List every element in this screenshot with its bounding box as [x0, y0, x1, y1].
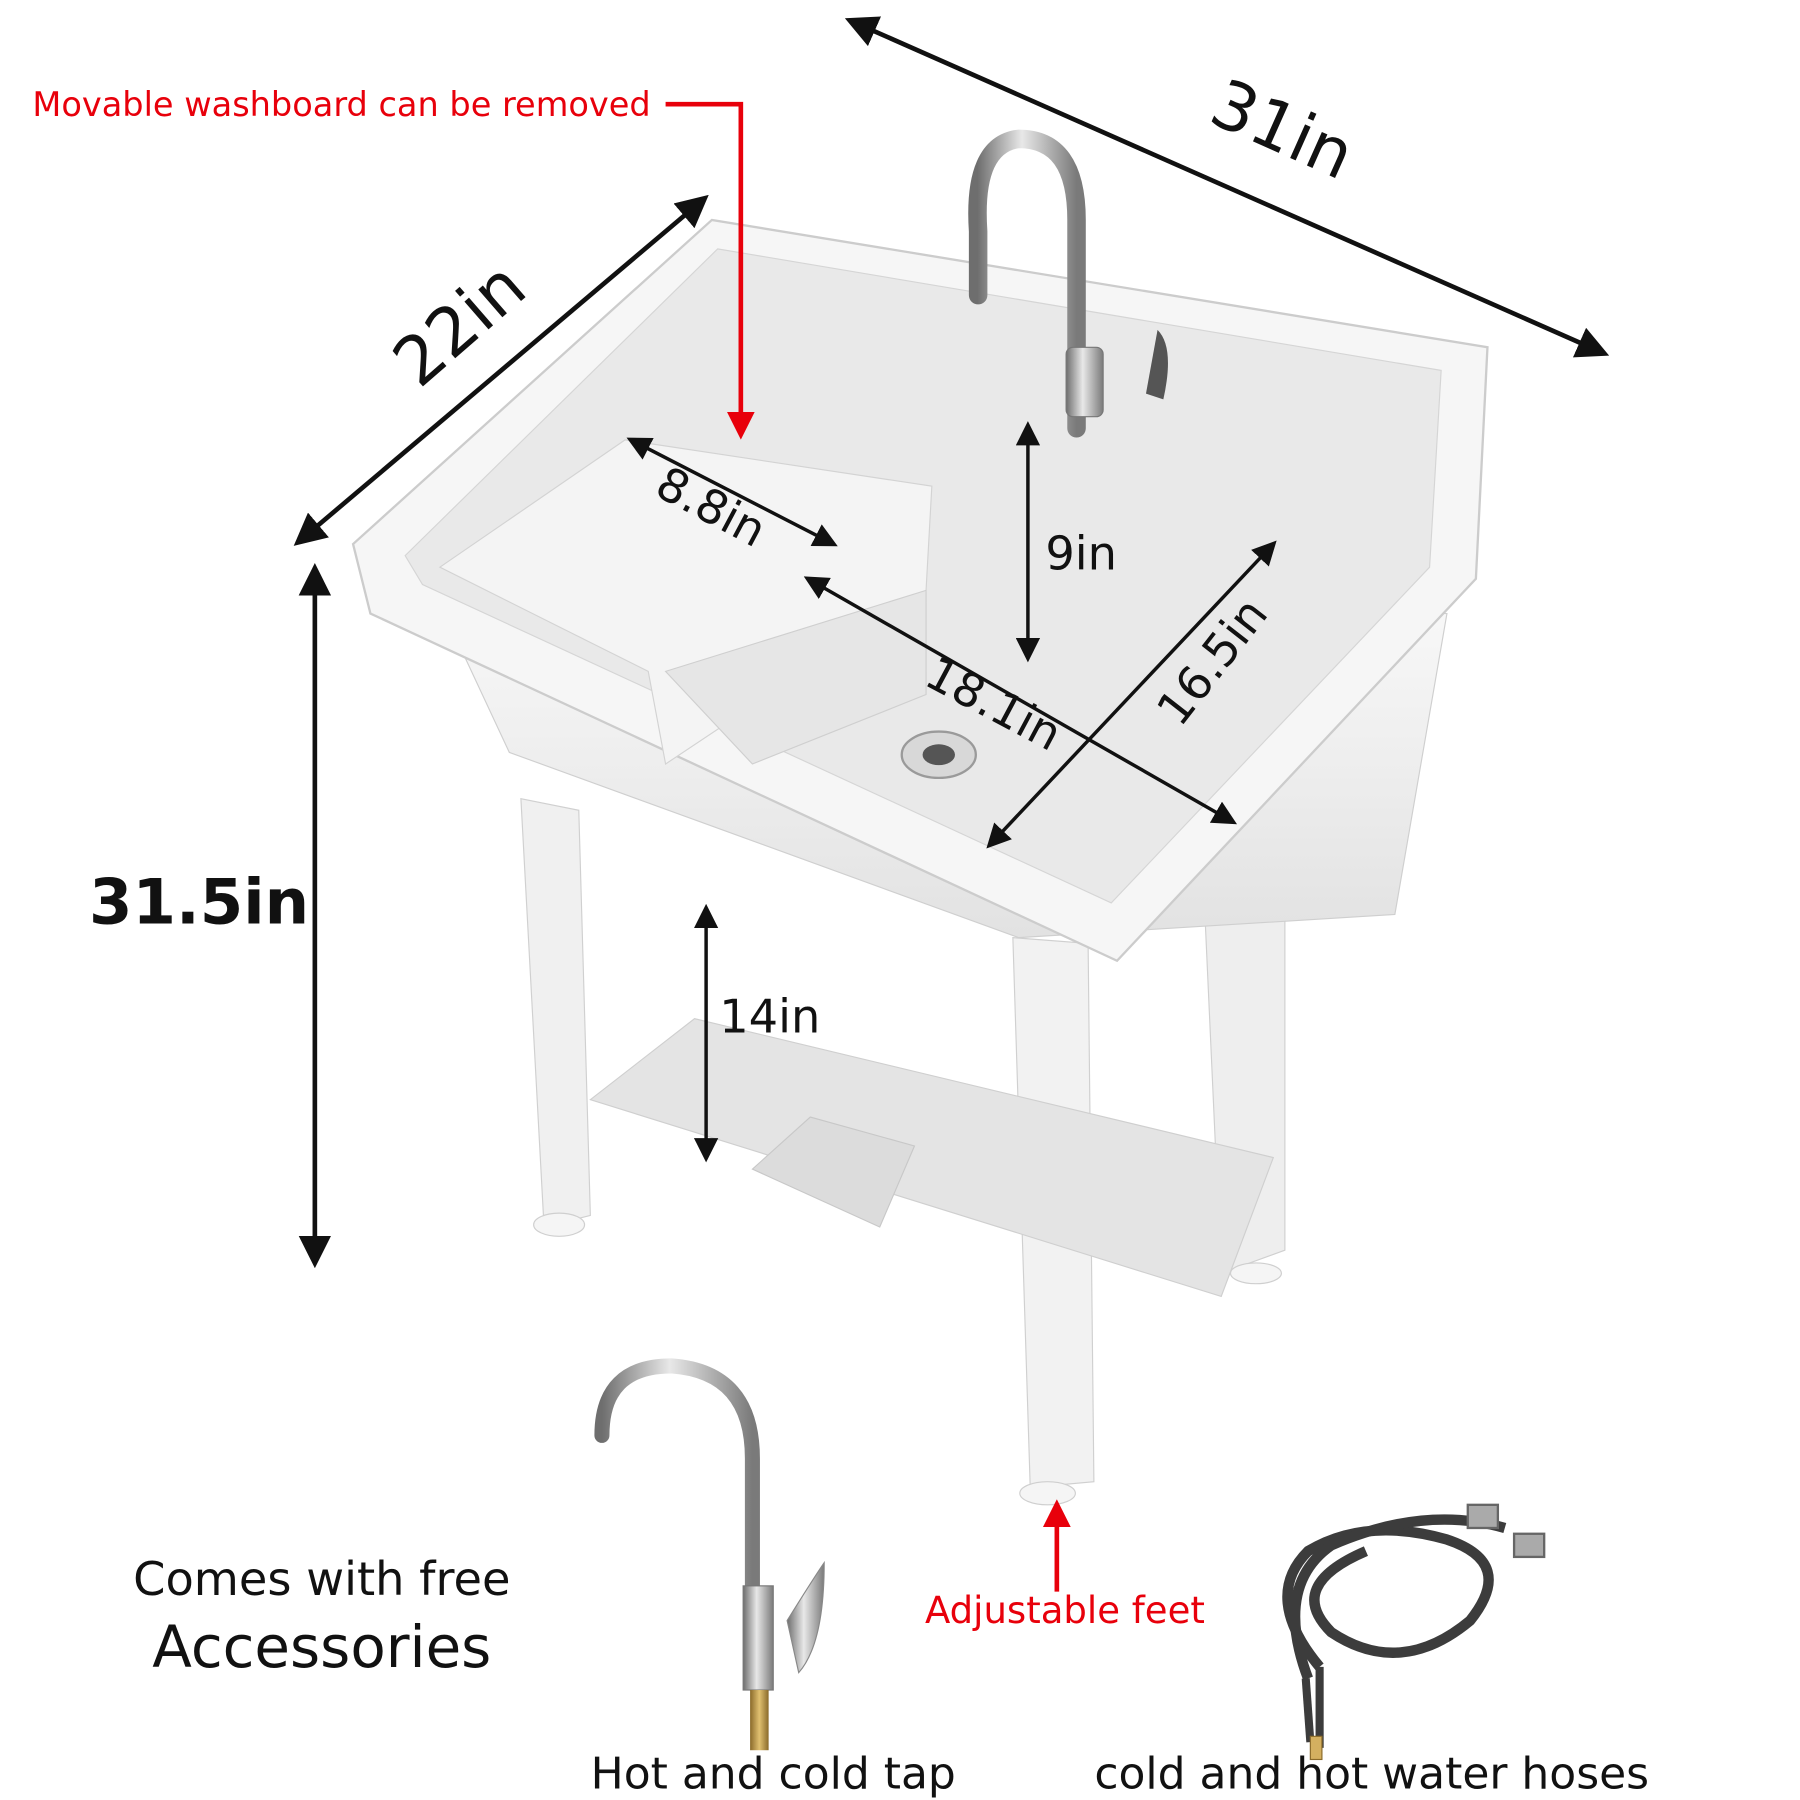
hoses-image — [1282, 1503, 1546, 1761]
red-callouts — [665, 101, 1071, 1592]
width-dimension-line — [844, 16, 1610, 358]
tap-image — [594, 1358, 825, 1751]
tap-label: Hot and cold tap — [591, 1748, 956, 1799]
accessories-heading-line1: Comes with free — [133, 1552, 510, 1606]
shelf-height-label: 14in — [719, 990, 820, 1044]
basin-width-dimension-line — [986, 540, 1277, 849]
washboard-note: Movable washboard can be removed — [32, 85, 650, 124]
depth-dimension-line — [293, 194, 709, 546]
annotation-labels: Movable washboard can be removed Adjusta… — [32, 85, 1205, 1632]
width-label: 31in — [1200, 64, 1366, 195]
depth-label: 22in — [379, 247, 541, 402]
height-label: 31.5in — [89, 866, 309, 939]
washboard-dimension-line — [626, 437, 838, 547]
feet-note: Adjustable feet — [925, 1589, 1205, 1632]
washboard-callout-arrow — [665, 101, 755, 440]
sink-body — [351, 129, 1489, 1506]
dimension-lines — [293, 16, 1610, 1269]
accessories-heading-line2: Accessories — [152, 1613, 491, 1681]
accessories-section: Comes with free Accessories Hot and cold… — [133, 1358, 1649, 1799]
hoses-label: cold and hot water hoses — [1094, 1748, 1649, 1799]
basin-depth-label: 9in — [1045, 527, 1117, 581]
